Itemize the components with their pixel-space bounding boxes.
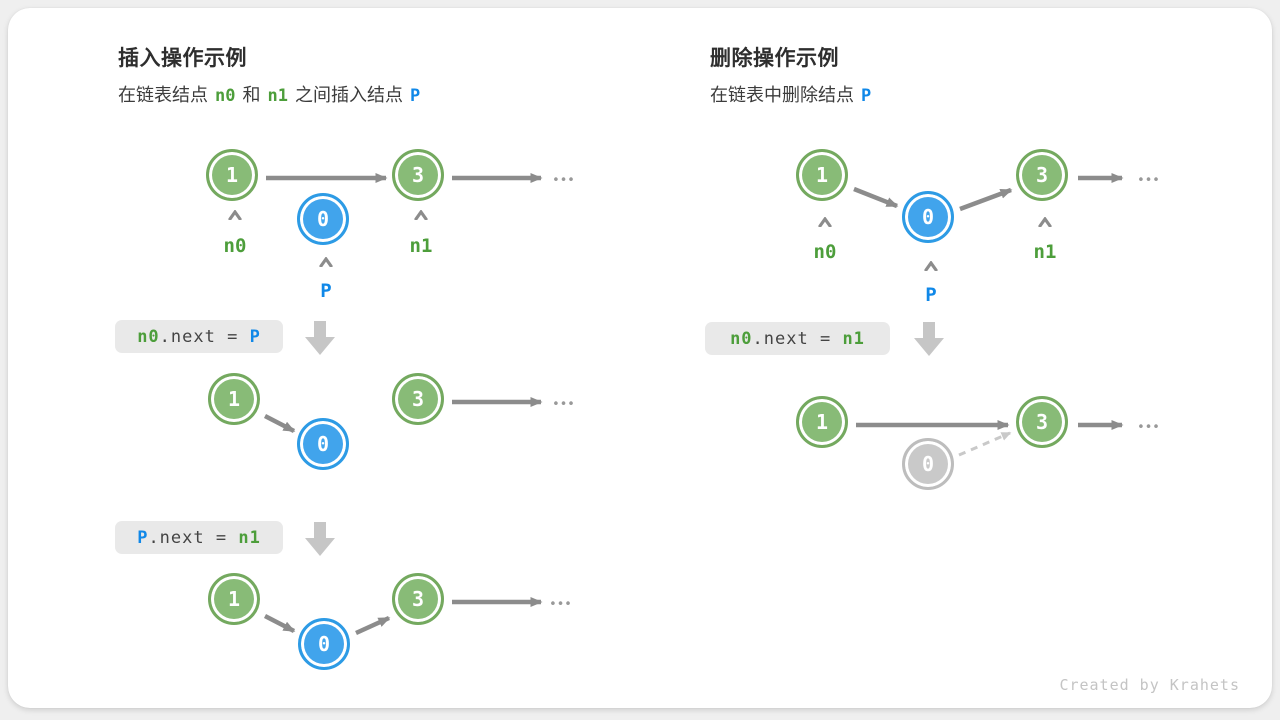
node-value: 1 <box>225 163 239 187</box>
node-value: 1 <box>227 387 241 411</box>
token-p: P <box>861 86 872 106</box>
list-node-1: 1 <box>206 149 258 201</box>
list-node-3: 3 <box>1016 149 1068 201</box>
subtitle-text: 之间插入结点 <box>294 85 403 105</box>
code-token-n0: n0 <box>730 328 753 349</box>
list-node-3: 3 <box>392 149 444 201</box>
token-n0: n0 <box>215 86 236 106</box>
caret-up-icon <box>319 257 333 267</box>
caret-up-icon <box>1038 217 1052 227</box>
node-value: 1 <box>815 163 829 187</box>
pointer-label-n1: n1 <box>1033 241 1057 263</box>
list-node-3: 3 <box>392 373 444 425</box>
code-token-n0: n0 <box>137 326 160 347</box>
insert-panel-title: 插入操作示例 <box>118 47 247 70</box>
pointer-label-p: P <box>925 284 937 306</box>
list-node-1: 1 <box>208 373 260 425</box>
ellipsis-dots: ••• <box>550 595 574 611</box>
down-block-arrow-icon <box>914 322 944 356</box>
node-value: 0 <box>316 432 330 456</box>
diagram-card <box>8 8 1272 708</box>
node-value: 3 <box>411 587 425 611</box>
subtitle-text: 在链表中删除结点 <box>710 85 854 105</box>
caret-up-icon <box>924 261 938 271</box>
node-value: 0 <box>921 205 935 229</box>
credit-text: Created by Krahets <box>1059 676 1240 694</box>
pointer-label-n0: n0 <box>813 241 837 263</box>
list-node-3: 3 <box>1016 396 1068 448</box>
ellipsis-dots: ••• <box>1138 171 1162 187</box>
node-value: 3 <box>411 163 425 187</box>
list-node-0-p: 0 <box>902 191 954 243</box>
code-token-p: P <box>137 527 149 548</box>
list-node-1: 1 <box>208 573 260 625</box>
insert-panel-subtitle: 在链表结点 n0 和 n1 之间插入结点 P <box>118 81 427 107</box>
list-node-3: 3 <box>392 573 444 625</box>
ellipsis-dots: ••• <box>553 171 577 187</box>
caret-up-icon <box>228 210 242 220</box>
node-value: 3 <box>1035 410 1049 434</box>
node-value: 0 <box>316 207 330 231</box>
list-node-1: 1 <box>796 149 848 201</box>
code-token-n1: n1 <box>842 328 865 349</box>
node-value: 3 <box>1035 163 1049 187</box>
list-node-0-p: 0 <box>297 193 349 245</box>
code-token-p: P <box>249 326 261 347</box>
ellipsis-dots: ••• <box>553 395 577 411</box>
token-n1: n1 <box>267 86 288 106</box>
code-text: .next = <box>148 527 239 548</box>
code-statement-p-next-n1: P.next = n1 <box>115 521 283 554</box>
pointer-label-p: P <box>320 280 332 302</box>
list-node-0-p: 0 <box>298 618 350 670</box>
code-statement-n0-next-n1: n0.next = n1 <box>705 322 890 355</box>
node-value: 0 <box>921 452 935 476</box>
node-value: 0 <box>317 632 331 656</box>
pointer-label-n0: n0 <box>223 235 247 257</box>
down-block-arrow-icon <box>305 522 335 556</box>
down-block-arrow-icon <box>305 321 335 355</box>
caret-up-icon <box>414 210 428 220</box>
pointer-label-n1: n1 <box>409 235 433 257</box>
caret-up-icon <box>818 217 832 227</box>
list-node-1: 1 <box>796 396 848 448</box>
subtitle-text: 在链表结点 <box>118 85 208 105</box>
list-node-0-removed: 0 <box>902 438 954 490</box>
node-value: 3 <box>411 387 425 411</box>
node-value: 1 <box>227 587 241 611</box>
code-token-n1: n1 <box>238 527 261 548</box>
delete-panel-title: 删除操作示例 <box>710 47 839 70</box>
code-text: .next = <box>159 326 250 347</box>
delete-panel-subtitle: 在链表中删除结点 P <box>710 81 878 107</box>
subtitle-text: 和 <box>242 85 261 105</box>
node-value: 1 <box>815 410 829 434</box>
ellipsis-dots: ••• <box>1138 418 1162 434</box>
list-node-0-p: 0 <box>297 418 349 470</box>
code-text: .next = <box>752 328 843 349</box>
code-statement-n0-next-p: n0.next = P <box>115 320 283 353</box>
token-p: P <box>409 86 421 106</box>
